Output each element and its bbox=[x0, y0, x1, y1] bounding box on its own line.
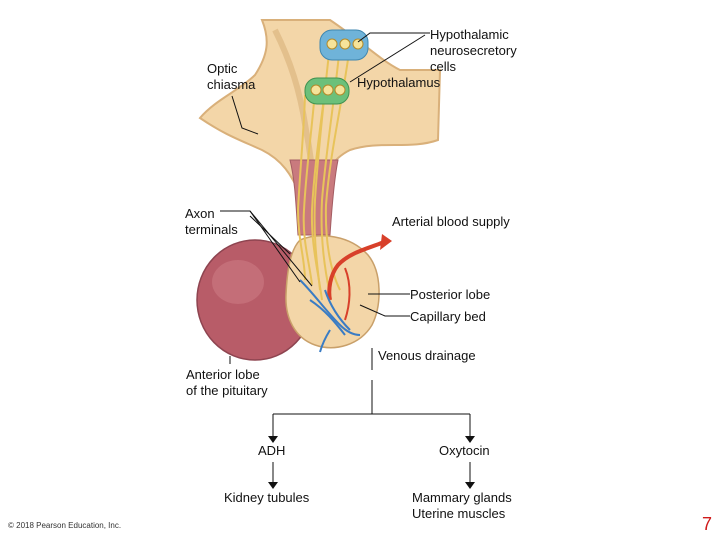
posterior-lobe-shape bbox=[285, 235, 380, 349]
posterior-lobe-label: Posterior lobe bbox=[410, 287, 491, 302]
anterior-lobe-label: Anterior lobe of the pituitary bbox=[186, 367, 268, 398]
upper-cells bbox=[326, 38, 364, 50]
anterior-lobe-highlight bbox=[212, 260, 264, 304]
optic-chiasma-label: Optic chiasma bbox=[207, 61, 256, 92]
artery bbox=[327, 240, 385, 301]
flow-lines bbox=[272, 380, 471, 484]
page-number: 7 bbox=[701, 514, 712, 534]
capillary-bed bbox=[299, 279, 361, 353]
adh-label: ADH bbox=[258, 443, 286, 458]
capillary-bed-label: Capillary bed bbox=[410, 309, 486, 324]
artery-branch bbox=[344, 267, 351, 321]
artery-arrowhead bbox=[380, 234, 392, 250]
flow-arrowheads bbox=[268, 436, 475, 489]
hypothalamus-label: Hypothalamus bbox=[357, 75, 441, 90]
lower-cells bbox=[310, 84, 346, 96]
copyright-notice: © 2018 Pearson Education, Inc. bbox=[8, 521, 122, 530]
leader-lines bbox=[220, 32, 430, 370]
axon-terminals-label: Axon terminals bbox=[185, 206, 238, 237]
venous-drainage-label: Venous drainage bbox=[378, 348, 476, 363]
arterial-blood-supply-label: Arterial blood supply bbox=[392, 214, 510, 229]
mammary-uterine-label: Mammary glands Uterine muscles bbox=[412, 490, 512, 521]
oxytocin-label: Oxytocin bbox=[439, 443, 490, 458]
hypothalamic-cells-label: Hypothalamic neurosecretory cells bbox=[430, 27, 517, 74]
kidney-tubules-label: Kidney tubules bbox=[224, 490, 310, 505]
